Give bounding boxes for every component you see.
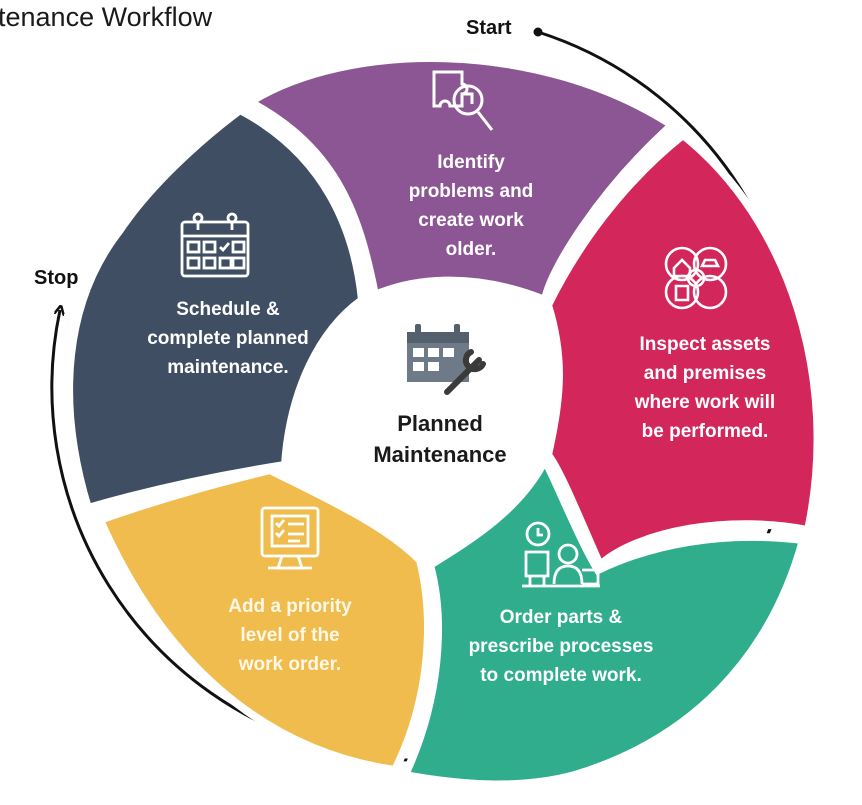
center-label: Planned Maintenance — [373, 411, 507, 467]
step-inspect-text: Inspect assets and premises where work w… — [634, 334, 776, 442]
segment-identify — [241, 54, 679, 306]
step-order-text: Order parts & prescribe processes to com… — [468, 607, 654, 686]
segment-schedule — [65, 105, 367, 513]
computer-checklist-icon — [260, 506, 320, 570]
segment-inspect — [543, 129, 822, 572]
assets-network-icon — [664, 246, 728, 310]
puzzle-search-icon — [432, 70, 494, 131]
step-schedule-text: Schedule & complete planned maintenance. — [147, 299, 309, 378]
page-title: tenance Workflow — [0, 2, 213, 32]
segment-priority — [94, 465, 432, 775]
calendar-icon — [180, 212, 250, 278]
worker-clock-icon — [522, 521, 600, 588]
stop-label: Stop — [34, 267, 79, 289]
start-dot — [533, 27, 543, 37]
calendar-wrench-icon — [407, 324, 486, 395]
step-identify-text: Identify problems and create work older. — [408, 152, 534, 260]
step-priority-text: Add a priority level of the work order. — [228, 596, 352, 675]
start-label: Start — [466, 17, 512, 39]
